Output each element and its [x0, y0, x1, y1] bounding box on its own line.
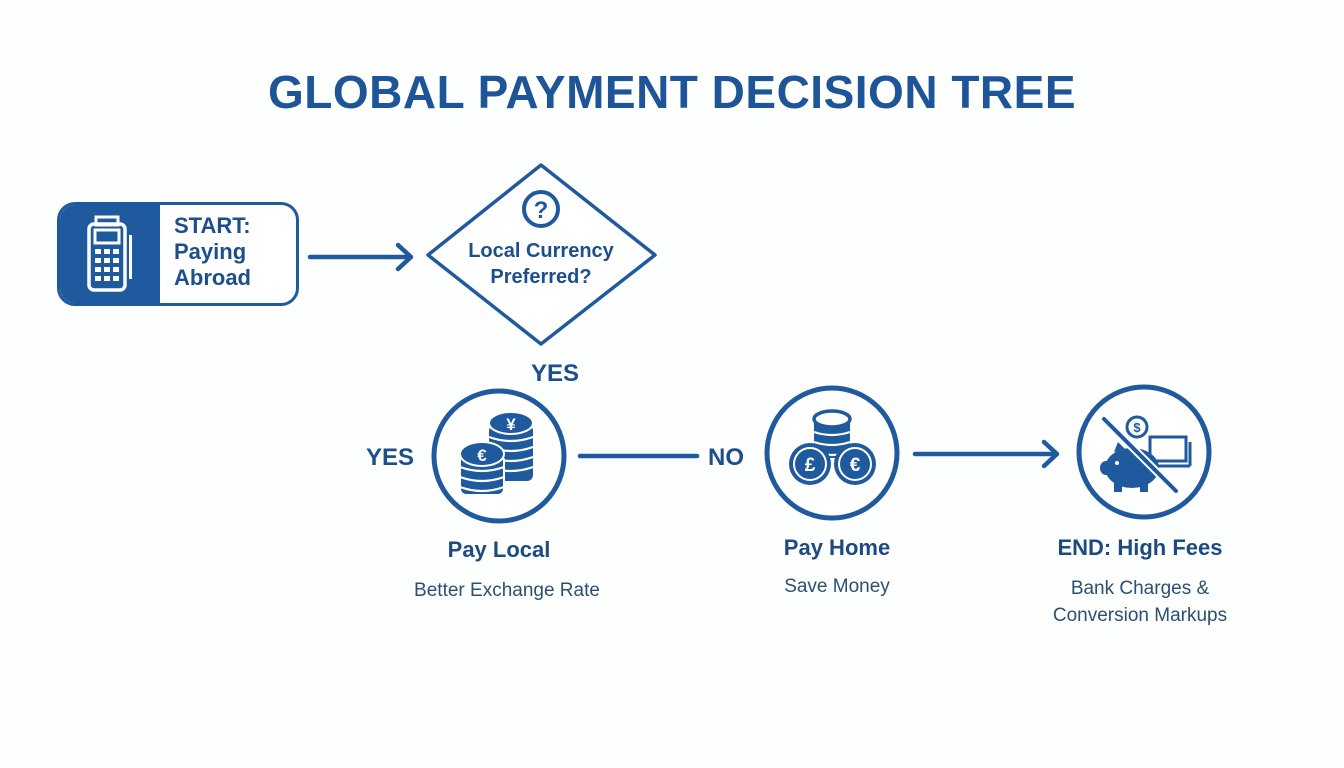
node-circle-pay-local: ¥ €: [431, 388, 567, 524]
edge-label-no: NO: [708, 444, 744, 471]
node-subtitle-high-fees-line2: Conversion Markups: [1052, 605, 1228, 626]
arrow-home-to-end: [912, 439, 1060, 469]
node-circle-high-fees: $: [1076, 384, 1212, 520]
edge-label-yes-left: YES: [366, 444, 415, 471]
svg-text:?: ?: [534, 197, 549, 224]
decision-label: Local Currency Preferred?: [441, 238, 641, 290]
svg-text:€: €: [850, 455, 861, 476]
svg-text:€: €: [477, 446, 487, 465]
start-label-line1: START:: [174, 213, 251, 238]
start-icon-panel: [60, 205, 160, 303]
svg-text:¥: ¥: [506, 415, 516, 434]
node-title-high-fees: END: High Fees: [1057, 535, 1223, 560]
no-savings-piggy-bank-icon: $: [1100, 415, 1192, 495]
node-subtitle-high-fees: Bank Charges & Conversion Markups: [1010, 575, 1270, 629]
coin-stacks-euro-yen-icon: ¥ €: [459, 411, 534, 496]
start-label-line3: Abroad: [174, 265, 251, 290]
edge-label-yes-top: YES: [531, 360, 580, 387]
decision-label-line1: Local Currency: [468, 240, 614, 262]
decision-diamond: [426, 163, 657, 346]
svg-text:$: $: [1133, 420, 1141, 435]
node-title-pay-local: Pay Local: [447, 537, 551, 562]
page-title: GLOBAL PAYMENT DECISION TREE: [267, 66, 1077, 118]
decision-label-line2: Preferred?: [490, 266, 592, 288]
arrow-start-to-decision: [307, 242, 414, 272]
node-subtitle-pay-home: Save Money: [784, 576, 890, 597]
start-label: START: Paying Abroad: [160, 205, 251, 303]
node-subtitle-pay-local: Better Exchange Rate: [414, 580, 600, 601]
node-circle-pay-home: £ €: [764, 385, 900, 521]
node-title-pay-home: Pay Home: [783, 535, 891, 560]
start-label-line2: Paying: [174, 239, 247, 264]
svg-text:£: £: [805, 455, 816, 476]
coins-pound-euro-icon: £ €: [789, 409, 876, 485]
card-terminal-icon: [87, 215, 132, 292]
question-circle-icon: ?: [522, 190, 560, 228]
start-node: START: Paying Abroad: [57, 202, 299, 306]
node-subtitle-high-fees-line1: Bank Charges &: [1070, 578, 1210, 599]
